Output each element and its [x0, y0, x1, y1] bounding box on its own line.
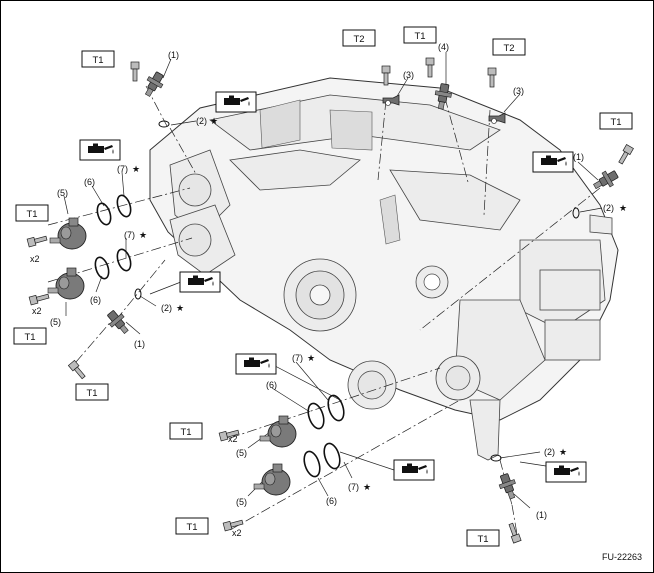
oil-can-icon [79, 139, 121, 161]
torque-box: T1 [81, 50, 115, 68]
label-part-6: (6) [90, 295, 101, 305]
svg-text:T1: T1 [26, 209, 37, 220]
torque-box: T1 [599, 112, 633, 130]
star-icon: ★ [132, 164, 140, 174]
oil-can-icon [215, 91, 257, 113]
svg-text:T1: T1 [180, 427, 191, 438]
label-part-6: (6) [84, 177, 95, 187]
torque-box: T1 [15, 204, 49, 222]
svg-text:T1: T1 [610, 117, 621, 128]
label-part-6: (6) [326, 496, 337, 506]
quantity-label: x2 [30, 254, 40, 264]
svg-text:T1: T1 [24, 332, 35, 343]
svg-text:T1: T1 [477, 534, 488, 545]
label-part-1: (1) [168, 50, 179, 60]
torque-box: T1 [466, 529, 500, 547]
label-part-3: (3) [513, 86, 524, 96]
star-icon: ★ [139, 230, 147, 240]
torque-box: T1 [175, 517, 209, 535]
label-part-5: (5) [236, 497, 247, 507]
svg-text:T1: T1 [414, 31, 425, 42]
star-icon: ★ [559, 447, 567, 457]
o-rings [94, 120, 580, 478]
label-part-5: (5) [57, 188, 68, 198]
torque-box: T2 [492, 38, 526, 56]
quantity-label: x2 [228, 434, 238, 444]
oil-can-icon [393, 459, 435, 481]
svg-text:T1: T1 [92, 55, 103, 66]
torque-box: T1 [169, 422, 203, 440]
label-part-2: (2) [544, 447, 555, 457]
star-icon: ★ [210, 116, 218, 126]
quantity-label: x2 [32, 306, 42, 316]
label-part-5: (5) [236, 448, 247, 458]
label-part-7: (7) [124, 230, 135, 240]
svg-text:T1: T1 [186, 522, 197, 533]
label-part-7: (7) [348, 482, 359, 492]
torque-box: T1 [75, 383, 109, 401]
torque-box: T2 [342, 29, 376, 47]
star-icon: ★ [619, 203, 627, 213]
oil-can-icon [545, 461, 587, 483]
label-part-6: (6) [266, 380, 277, 390]
svg-text:T1: T1 [86, 388, 97, 399]
quantity-label: x2 [232, 528, 242, 538]
torque-box: T1 [403, 26, 437, 44]
star-icon: ★ [176, 303, 184, 313]
label-part-1: (1) [536, 510, 547, 520]
label-part-2: (2) [196, 116, 207, 126]
svg-text:T2: T2 [353, 34, 364, 45]
star-icon: ★ [363, 482, 371, 492]
label-part-1: (1) [573, 152, 584, 162]
engine-block [149, 77, 619, 461]
part-labels: (1) (2) ★ (3) (4) (3) (1) (2) ★ (5) (6) … [50, 42, 627, 520]
oil-can-icon [179, 271, 221, 293]
label-part-3: (3) [403, 70, 414, 80]
label-part-7: (7) [292, 353, 303, 363]
svg-text:T2: T2 [503, 43, 514, 54]
figure-id: FU-22263 [602, 552, 642, 562]
label-part-2: (2) [603, 203, 614, 213]
oil-can-icon [532, 151, 574, 173]
label-part-2: (2) [161, 303, 172, 313]
label-part-5: (5) [50, 317, 61, 327]
label-part-1: (1) [134, 339, 145, 349]
oil-can-icon [235, 353, 277, 375]
label-part-4: (4) [438, 42, 449, 52]
label-part-7: (7) [117, 164, 128, 174]
star-icon: ★ [307, 353, 315, 363]
quantity-labels: x2 x2 x2 x2 [30, 254, 242, 538]
torque-box: T1 [13, 327, 47, 345]
